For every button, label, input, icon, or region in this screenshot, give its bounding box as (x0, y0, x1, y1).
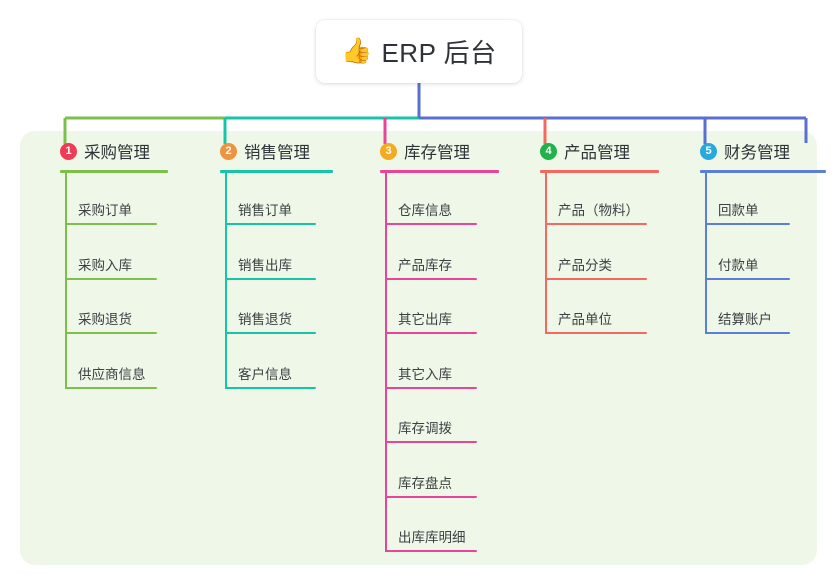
branch-item-rule (385, 441, 477, 443)
branch-header-rule (380, 170, 499, 173)
branch-item-label: 出库库明细 (398, 530, 466, 545)
branch-item[interactable]: 客户信息 (225, 363, 316, 389)
branch-number-badge: 2 (220, 142, 237, 160)
branch-item-rule (385, 332, 477, 334)
branch-item-rule (225, 332, 316, 334)
branch-item-rule (545, 223, 647, 225)
branch-item-rule (65, 332, 157, 334)
branch-item-label: 库存调拨 (398, 421, 452, 436)
branch-item-rule (385, 223, 477, 225)
branch-item-rule (705, 332, 790, 334)
branch-item[interactable]: 销售退货 (225, 308, 316, 334)
branch-item[interactable]: 采购入库 (65, 254, 157, 280)
branch-header-rule (60, 170, 168, 173)
branch-item-label: 仓库信息 (398, 203, 452, 218)
branch-item-label: 供应商信息 (78, 366, 146, 382)
branch-header-rule (540, 170, 659, 173)
branch-item[interactable]: 供应商信息 (65, 363, 157, 389)
branch-number-badge: 1 (60, 142, 77, 160)
branch-item-rule (225, 277, 316, 280)
branch-item-rule (225, 223, 316, 225)
branch-item[interactable]: 出库库明细 (385, 526, 477, 552)
branch-item[interactable]: 销售订单 (225, 199, 316, 225)
branch-item-label: 销售订单 (238, 203, 292, 218)
branch-item-label: 产品单位 (558, 312, 612, 327)
branch-item[interactable]: 销售出库 (225, 254, 316, 280)
branch-item-label: 产品库存 (398, 257, 452, 273)
branch-trunk-line (225, 172, 227, 389)
branch-item[interactable]: 库存盘点 (385, 472, 477, 498)
branch-item[interactable]: 回款单 (705, 199, 790, 225)
branch-item-label: 库存盘点 (398, 475, 452, 491)
branches-panel (20, 131, 817, 565)
branch-header-3[interactable]: 3 库存管理 (358, 139, 470, 163)
branch-item[interactable]: 产品单位 (545, 308, 647, 334)
branch-item-label: 销售出库 (238, 257, 292, 273)
branch-item-rule (65, 223, 157, 225)
branch-item-label: 销售退货 (238, 312, 292, 327)
branch-item[interactable]: 其它入库 (385, 363, 477, 389)
branch-item-rule (705, 277, 790, 280)
branch-header-2[interactable]: 2 销售管理 (198, 139, 310, 163)
branch-item[interactable]: 付款单 (705, 254, 790, 280)
branch-item-label: 产品分类 (558, 257, 612, 273)
branch-item-label: 采购入库 (78, 257, 132, 273)
branch-item-rule (385, 277, 477, 280)
branch-item-label: 回款单 (718, 203, 759, 218)
branch-number-badge: 3 (380, 142, 397, 160)
branch-item[interactable]: 采购订单 (65, 199, 157, 225)
branch-item-rule (545, 277, 647, 280)
branch-item-label: 采购退货 (78, 312, 132, 327)
branch-item-rule (65, 277, 157, 280)
branch-item-rule (385, 495, 477, 498)
root-node[interactable]: 👍 ERP 后台 (316, 20, 522, 83)
branch-item-rule (385, 550, 477, 552)
branch-trunk-line (705, 172, 707, 334)
branch-item-label: 产品（物料） (558, 203, 639, 218)
branch-title: 采购管理 (84, 144, 150, 162)
branch-trunk-line (65, 172, 67, 389)
branch-item[interactable]: 产品（物料） (545, 199, 647, 225)
branch-item-rule (225, 386, 316, 389)
branch-item[interactable]: 其它出库 (385, 308, 477, 334)
branch-item-label: 客户信息 (238, 366, 292, 382)
branch-item[interactable]: 结算账户 (705, 308, 790, 334)
branch-item-label: 付款单 (718, 257, 759, 273)
branch-title: 库存管理 (404, 144, 470, 162)
branch-item-label: 采购订单 (78, 203, 132, 218)
branch-item-rule (385, 386, 477, 389)
branch-item[interactable]: 产品分类 (545, 254, 647, 280)
branch-trunk-line (385, 172, 387, 552)
branch-item[interactable]: 库存调拨 (385, 417, 477, 443)
thumbs-up-icon: 👍 (341, 37, 373, 65)
branch-header-rule (220, 170, 333, 173)
root-title: ERP 后台 (381, 38, 497, 68)
branch-item[interactable]: 产品库存 (385, 254, 477, 280)
branch-title: 财务管理 (724, 144, 790, 162)
branch-item[interactable]: 采购退货 (65, 308, 157, 334)
branch-header-1[interactable]: 1 采购管理 (38, 139, 150, 163)
branch-number-badge: 4 (540, 142, 557, 160)
branch-number-badge: 5 (700, 142, 717, 160)
branch-header-5[interactable]: 5 财务管理 (678, 139, 790, 163)
branch-item-rule (545, 332, 647, 334)
branch-title: 产品管理 (564, 144, 630, 162)
branch-item-rule (65, 386, 157, 389)
branch-header-4[interactable]: 4 产品管理 (518, 139, 630, 163)
branch-item-label: 其它出库 (398, 312, 452, 327)
branch-item[interactable]: 仓库信息 (385, 199, 477, 225)
branch-title: 销售管理 (244, 144, 310, 162)
branch-trunk-line (545, 172, 547, 334)
branch-header-rule (700, 170, 826, 173)
branch-item-rule (705, 223, 790, 225)
branch-item-label: 其它入库 (398, 366, 452, 382)
branch-item-label: 结算账户 (718, 312, 772, 327)
